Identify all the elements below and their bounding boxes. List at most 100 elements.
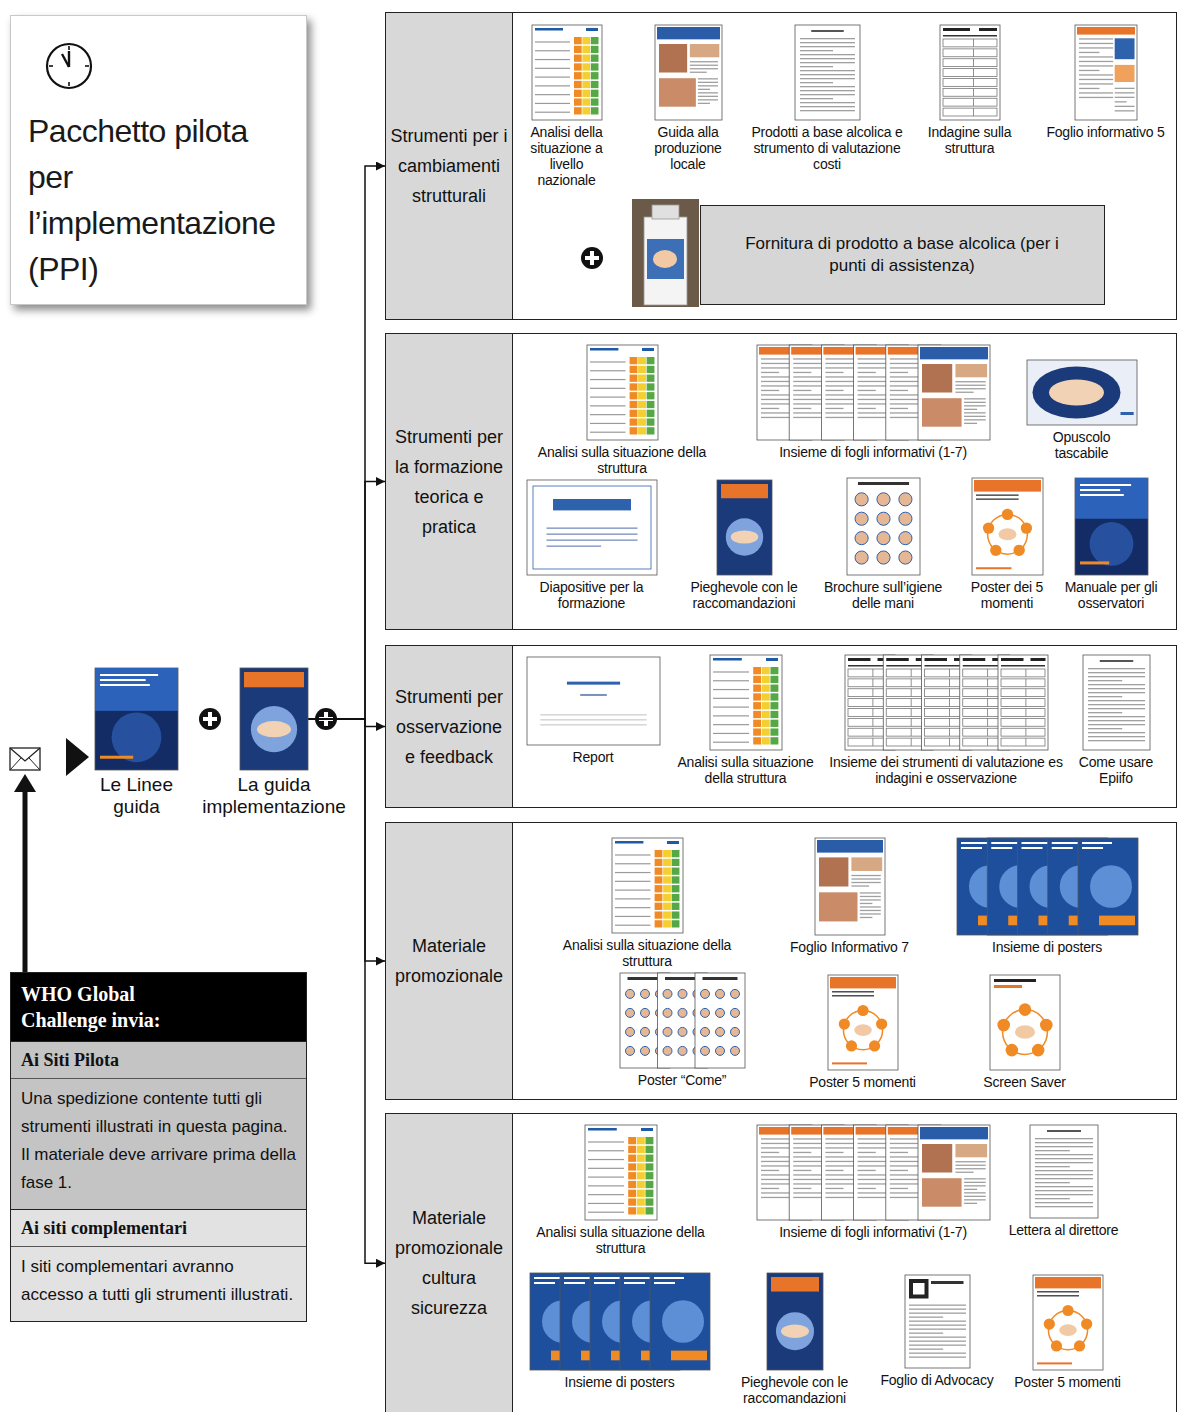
thumb-shape xyxy=(112,712,162,762)
thumb-shape xyxy=(671,885,679,892)
thumb-shape xyxy=(990,975,1060,1070)
thumb-shape xyxy=(628,1207,636,1214)
thumb-shape xyxy=(857,1142,887,1143)
thumb-shape xyxy=(753,702,761,709)
thumbnail-caption: Analisi sulla situazione della struttura xyxy=(562,937,732,969)
thumb-shape xyxy=(857,394,887,395)
thumb-shape xyxy=(761,737,769,744)
thumb-shape xyxy=(761,407,779,408)
thumb-shape xyxy=(652,205,679,219)
thumb-shape xyxy=(795,25,860,120)
thumbnail-art xyxy=(527,657,660,745)
thumb-shape xyxy=(645,1163,653,1170)
thumb-shape xyxy=(1001,665,1045,667)
thumb-shape xyxy=(654,902,662,909)
thumb-shape xyxy=(854,1024,872,1036)
material-thumbnail: Poster 5 momenti xyxy=(1033,1275,1103,1370)
thumb-shape xyxy=(910,728,912,736)
clock-tick xyxy=(68,46,70,50)
thumb-shape xyxy=(889,416,919,417)
thumb-shape xyxy=(857,358,887,359)
thumb-shape xyxy=(972,68,974,76)
thumb-shape xyxy=(636,1145,644,1152)
thumbnail-caption: Manuale per gli osservatori xyxy=(1050,579,1172,611)
thumb-shape xyxy=(943,35,997,37)
thumbnail-picture xyxy=(1075,478,1148,575)
thumb-shape xyxy=(1073,1340,1084,1351)
thumb-shape xyxy=(819,892,858,921)
thumb-shape xyxy=(574,37,582,44)
thumb-shape xyxy=(964,1195,986,1196)
thumbnail-art xyxy=(940,25,1000,120)
thumb-shape xyxy=(574,98,582,105)
thumb-shape xyxy=(1088,692,1145,693)
thumb-shape xyxy=(1025,669,1027,677)
thumb-shape xyxy=(753,710,761,717)
thumb-shape xyxy=(964,1188,977,1189)
thumb-shape xyxy=(1114,87,1134,88)
thumb-shape xyxy=(793,1178,823,1179)
thumb-shape xyxy=(1021,842,1051,844)
thumb-shape xyxy=(811,30,844,32)
thumb-shape xyxy=(615,924,651,925)
thumb-shape xyxy=(654,850,662,857)
thumb-shape xyxy=(534,1282,555,1284)
thumbnail-art xyxy=(957,838,1138,935)
thumbnail-caption: Lettera al direttore xyxy=(994,1222,1134,1238)
thumb-shape xyxy=(793,1169,811,1170)
thumb-shape xyxy=(594,1282,615,1284)
thumb-shape xyxy=(825,371,843,372)
thumb-shape xyxy=(663,858,671,865)
thumb-shape xyxy=(590,405,626,406)
thumb-shape xyxy=(793,385,823,386)
thumbnail-art xyxy=(815,838,885,935)
thumb-shape xyxy=(527,657,660,745)
thumb-shape xyxy=(859,892,880,893)
thumb-shape xyxy=(889,1138,919,1139)
thumbnail-caption: Pieghevole con le raccomandazioni xyxy=(727,1374,862,1406)
thumb-shape xyxy=(615,863,651,864)
thumbnail-picture xyxy=(1027,360,1137,425)
thumb-shape xyxy=(713,732,749,733)
thumbnail-art xyxy=(828,975,898,1070)
thumbnail-caption: Report xyxy=(533,749,653,765)
section-heading: Ai siti complementari xyxy=(11,1209,306,1247)
thumb-shape xyxy=(654,858,662,865)
thumb-shape xyxy=(574,107,582,114)
thumb-shape xyxy=(615,907,651,908)
thumb-shape xyxy=(943,78,997,86)
thumb-shape xyxy=(590,107,598,114)
thumb-shape xyxy=(770,693,778,700)
thumb-shape xyxy=(1080,561,1109,564)
thumb-shape xyxy=(586,28,598,31)
thumb-shape xyxy=(793,362,823,363)
thumbnail-art xyxy=(717,480,772,575)
thumb-shape xyxy=(645,1172,653,1179)
thumb-shape xyxy=(800,58,855,59)
thumb-shape xyxy=(910,738,912,746)
thumb-shape xyxy=(646,427,654,434)
thumb-shape xyxy=(910,678,912,686)
branch-connector xyxy=(308,166,385,719)
thumb-shape xyxy=(998,655,1048,750)
thumb-shape xyxy=(800,102,855,103)
thumb-shape xyxy=(767,1273,823,1370)
thumb-page xyxy=(1078,838,1138,935)
thumbnail-caption: Insieme dei strumenti di valutazione es … xyxy=(826,754,1066,786)
thumb-shape xyxy=(629,409,637,416)
thumb-shape xyxy=(1035,1166,1070,1167)
thumb-shape xyxy=(761,1156,791,1157)
thumb-shape xyxy=(1088,696,1122,697)
thumb-shape xyxy=(761,1174,791,1175)
thumb-shape xyxy=(909,1332,943,1333)
thumb-shape xyxy=(629,418,637,425)
thumb-shape xyxy=(1082,842,1112,844)
thumb-shape xyxy=(889,385,919,386)
clock-tick xyxy=(85,65,89,67)
thumbnail-picture xyxy=(95,668,178,770)
thumb-shape xyxy=(678,1027,687,1036)
thumb-shape xyxy=(546,539,637,540)
thumb-shape xyxy=(964,1192,986,1193)
thumb-shape xyxy=(1079,87,1099,88)
thumb-shape xyxy=(793,1160,823,1161)
